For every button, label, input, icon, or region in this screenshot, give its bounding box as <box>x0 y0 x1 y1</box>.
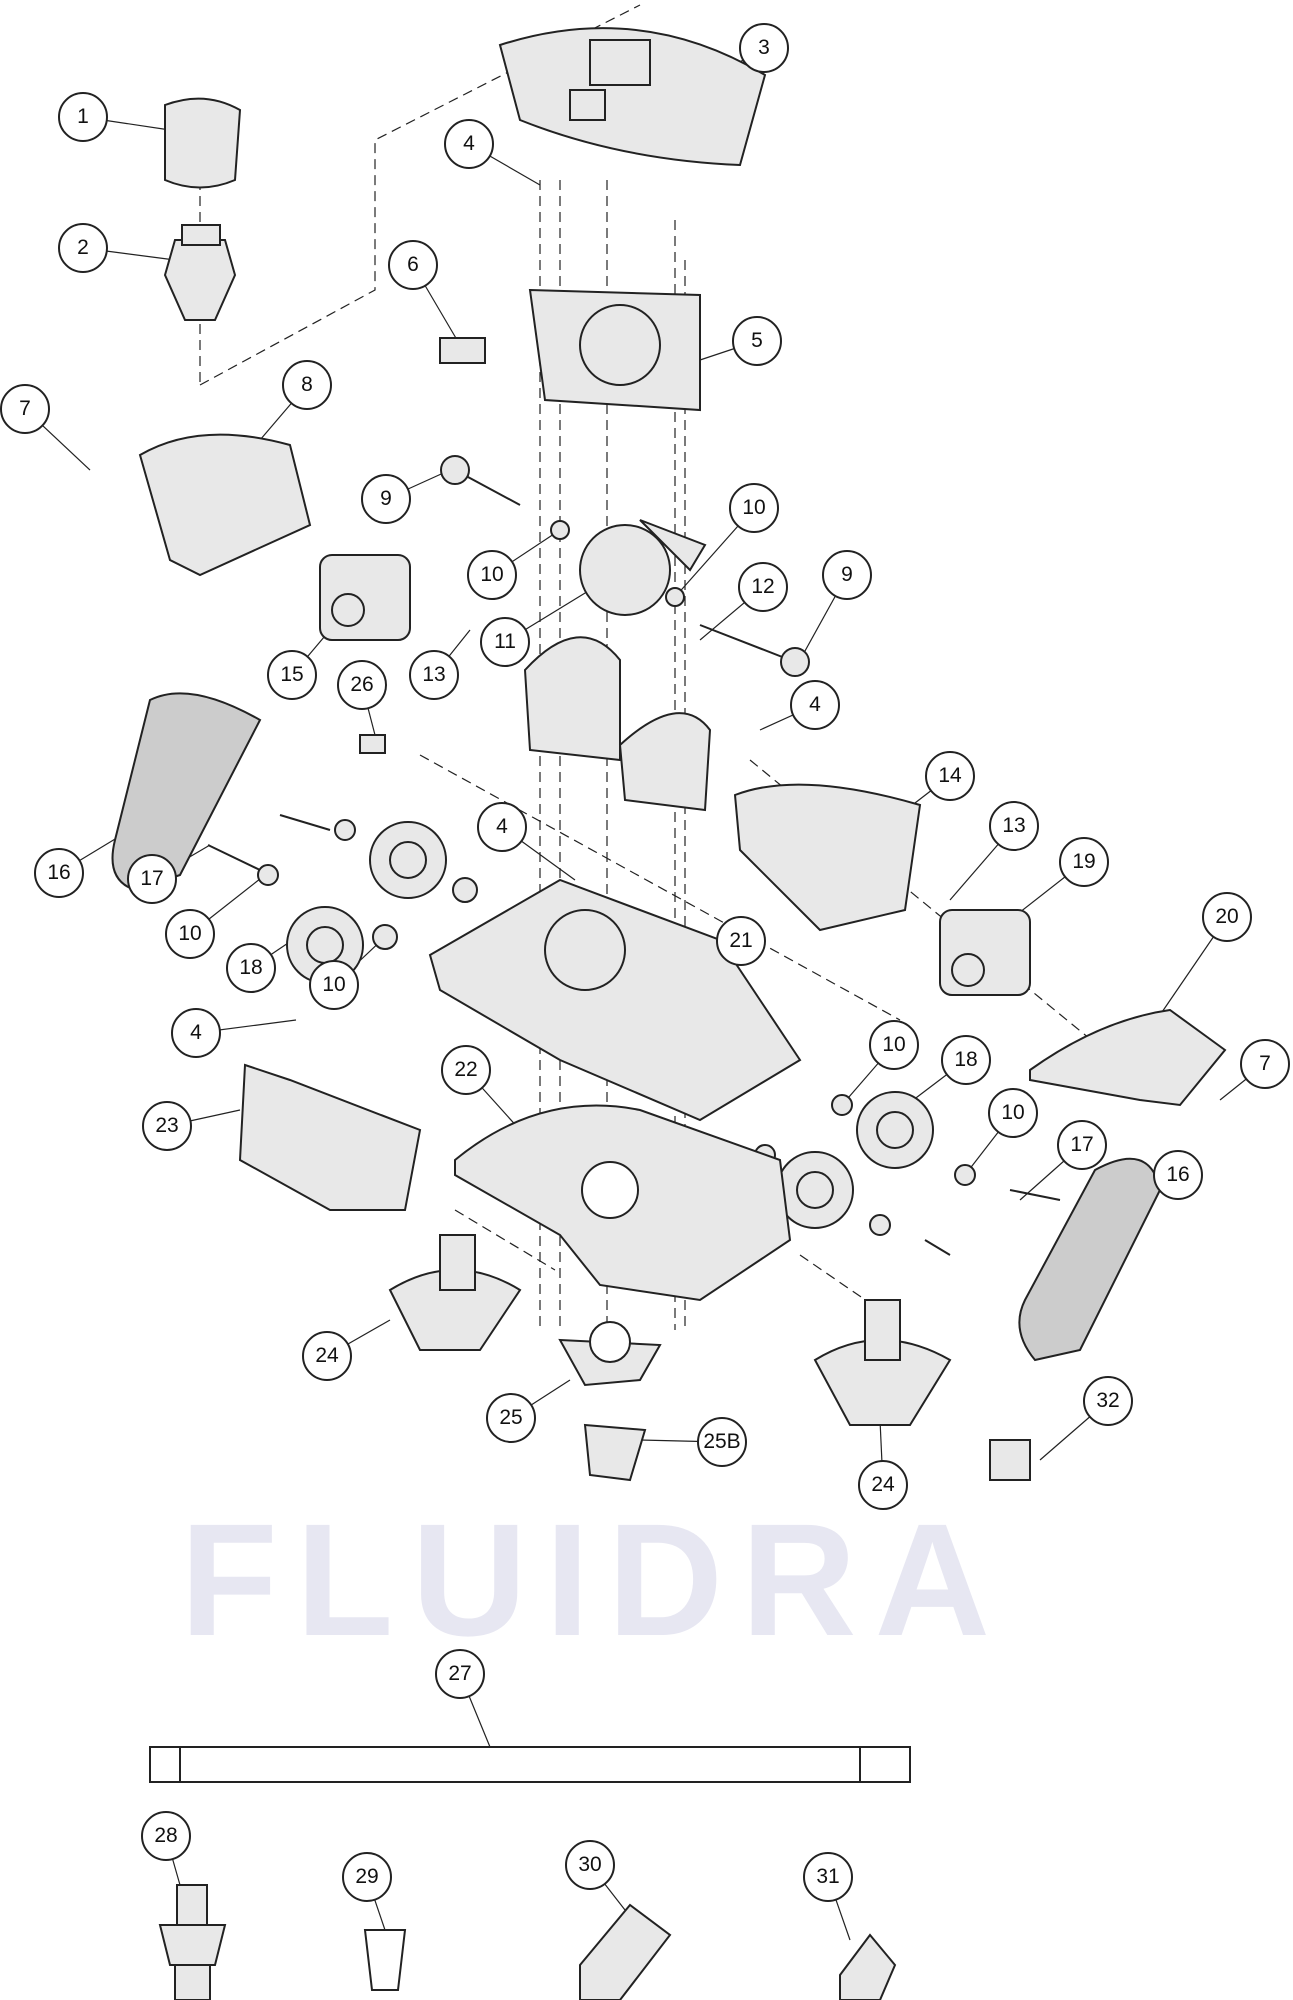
part-16-track-right <box>1018 1157 1162 1362</box>
callout-part-10: 10 <box>869 1020 919 1070</box>
callout-part-17: 17 <box>1057 1120 1107 1170</box>
callout-part-12: 12 <box>738 562 788 612</box>
callout-part-24: 24 <box>858 1460 908 1510</box>
part-24-skimmer-right <box>813 1299 952 1426</box>
callout-part-21: 21 <box>716 916 766 966</box>
part-16-track-left <box>111 692 262 892</box>
wheels-bushings <box>207 814 1061 1256</box>
callout-part-17: 17 <box>127 854 177 904</box>
callout-part-16: 16 <box>34 848 84 898</box>
part-23-front-cover <box>238 1063 422 1211</box>
callout-part-4: 4 <box>444 119 494 169</box>
part-31-elbow <box>839 1933 897 2000</box>
callout-part-18: 18 <box>226 943 276 993</box>
part-5-housing <box>528 288 701 412</box>
part-22-skirt <box>454 1104 792 1302</box>
callout-part-5: 5 <box>732 316 782 366</box>
part-27-hose <box>149 1746 911 1783</box>
callout-part-4: 4 <box>790 680 840 730</box>
part-11-turbine <box>550 519 707 616</box>
callout-part-10: 10 <box>165 909 215 959</box>
callout-part-7: 7 <box>0 384 50 434</box>
callout-part-9: 9 <box>361 474 411 524</box>
part-14-rear-cover <box>733 783 922 932</box>
part-3-top-cover <box>498 27 767 167</box>
part-20-side-cover <box>1029 1008 1227 1107</box>
callout-part-7: 7 <box>1240 1039 1290 1089</box>
part-25-valve <box>558 1321 662 1387</box>
callout-part-15: 15 <box>267 650 317 700</box>
callout-part-10: 10 <box>467 550 517 600</box>
callout-part-32: 32 <box>1083 1376 1133 1426</box>
callout-part-25B: 25B <box>697 1417 747 1467</box>
callout-part-16: 16 <box>1153 1150 1203 1200</box>
callout-part-1: 1 <box>58 92 108 142</box>
callout-part-18: 18 <box>941 1035 991 1085</box>
callout-part-29: 29 <box>342 1852 392 1902</box>
callout-part-4: 4 <box>477 802 527 852</box>
part-29-cone <box>363 1929 407 1991</box>
callout-part-3: 3 <box>739 23 789 73</box>
part-12-turbine-halves <box>523 636 712 812</box>
part-30-elbow <box>579 1903 672 2000</box>
callout-part-9: 9 <box>822 550 872 600</box>
part-15-gearbox <box>319 554 411 641</box>
callout-part-11: 11 <box>480 617 530 667</box>
callout-part-28: 28 <box>141 1811 191 1861</box>
callout-part-27: 27 <box>435 1649 485 1699</box>
callout-part-10: 10 <box>309 960 359 1010</box>
callout-part-4: 4 <box>171 1008 221 1058</box>
callout-part-25: 25 <box>486 1393 536 1443</box>
part-19-gearbox <box>939 909 1031 996</box>
callout-part-8: 8 <box>282 360 332 410</box>
callout-part-10: 10 <box>988 1088 1038 1138</box>
part-2-swivel <box>163 224 237 321</box>
part-32-fitting <box>989 1439 1031 1481</box>
part-21-chassis <box>428 878 802 1122</box>
callout-part-19: 19 <box>1059 837 1109 887</box>
callout-part-6: 6 <box>388 240 438 290</box>
callout-part-13: 13 <box>989 801 1039 851</box>
part-6-clip <box>439 337 486 364</box>
callout-part-13: 13 <box>409 650 459 700</box>
callout-part-20: 20 <box>1202 892 1252 942</box>
callout-part-30: 30 <box>565 1840 615 1890</box>
callout-part-31: 31 <box>803 1852 853 1902</box>
callout-part-26: 26 <box>337 660 387 710</box>
callout-part-14: 14 <box>925 751 975 801</box>
part-26-clip <box>359 734 386 754</box>
part-24-skimmer-left <box>388 1234 522 1351</box>
callout-part-10: 10 <box>729 483 779 533</box>
part-28-regulator <box>158 1884 227 2000</box>
callout-part-24: 24 <box>302 1331 352 1381</box>
watermark: FLUIDRA <box>180 1490 1009 1669</box>
part-1-cap <box>164 97 242 189</box>
part-9-gear-shaft <box>440 455 810 677</box>
callout-part-23: 23 <box>142 1101 192 1151</box>
callout-part-22: 22 <box>441 1045 491 1095</box>
part-25B-valve <box>583 1423 647 1482</box>
part-8-side-cover <box>138 433 312 577</box>
callout-part-2: 2 <box>58 223 108 273</box>
